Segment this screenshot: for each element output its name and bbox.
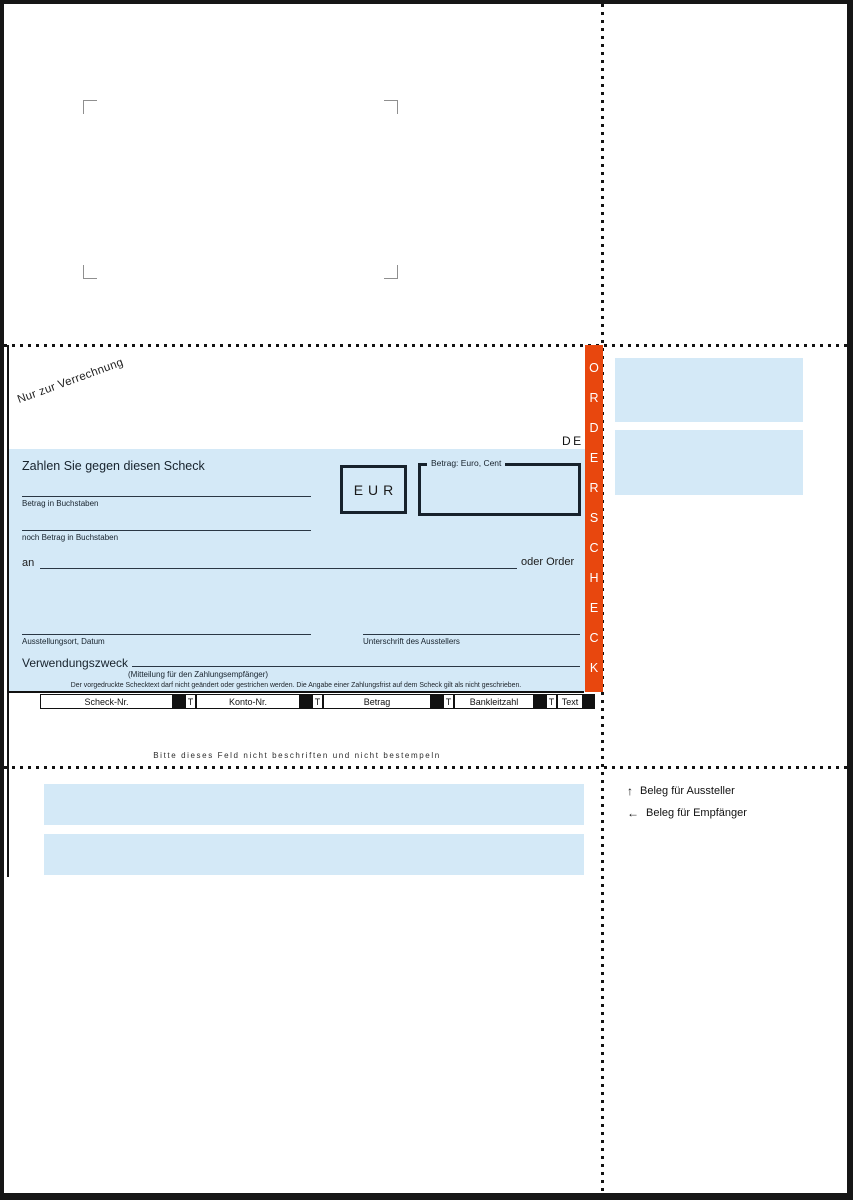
left-fold-edge xyxy=(7,345,9,877)
amount-numeric-box: Betrag: Euro, Cent xyxy=(418,458,581,516)
separator-square xyxy=(431,694,443,709)
amount-words2-label: noch Betrag in Buchstaben xyxy=(22,533,119,542)
separator-square xyxy=(534,694,546,709)
amount-words-line xyxy=(22,496,311,497)
field-t4: T xyxy=(546,694,557,709)
payee-line xyxy=(40,568,517,569)
field-t2: T xyxy=(312,694,323,709)
amount-box-label: Betrag: Euro, Cent xyxy=(427,458,506,468)
field-t3: T xyxy=(443,694,454,709)
legal-note: Der vorgedruckte Schecktext darf nicht g… xyxy=(70,682,522,689)
crop-mark-bottom-left-icon xyxy=(83,265,97,279)
beleg-empfaenger-label: Beleg für Empfänger xyxy=(646,807,747,819)
left-arrow-icon: ← xyxy=(627,806,639,820)
stub-address-block-1 xyxy=(615,358,803,422)
up-arrow-icon: ↑ xyxy=(627,784,633,798)
pay-order-text: Zahlen Sie gegen diesen Scheck xyxy=(22,459,205,473)
stamp-note: Bitte dieses Feld nicht beschriften und … xyxy=(153,751,441,760)
payee-prefix: an xyxy=(22,557,35,569)
perforation-line-middle xyxy=(4,766,847,769)
encoding-row-rule xyxy=(7,691,584,693)
signature-line xyxy=(363,634,580,635)
country-code: DE xyxy=(562,434,584,448)
bottom-address-block-2 xyxy=(44,834,584,875)
payee-suffix: oder Order xyxy=(521,556,575,568)
field-bankleitzahl: Bankleitzahl xyxy=(454,694,534,709)
crop-mark-top-left-icon xyxy=(83,100,97,114)
field-konto-nr: Konto-Nr. xyxy=(196,694,300,709)
purpose-sublabel: (Mitteilung für den Zahlungsempfänger) xyxy=(128,670,269,679)
bottom-address-block-1 xyxy=(44,784,584,825)
crop-mark-top-right-icon xyxy=(384,100,398,114)
field-scheck-nr: Scheck-Nr. xyxy=(40,694,173,709)
separator-square xyxy=(583,694,595,709)
place-date-label: Ausstellungsort, Datum xyxy=(22,637,105,646)
beleg-aussteller-row: ↑ Beleg für Aussteller xyxy=(627,784,735,798)
purpose-line xyxy=(132,666,580,667)
place-date-line xyxy=(22,634,311,635)
field-betrag: Betrag xyxy=(323,694,431,709)
field-text: Text xyxy=(557,694,583,709)
encoding-row: Scheck-Nr. T Konto-Nr. T Betrag T Bankle… xyxy=(40,694,595,709)
perforation-line-top xyxy=(4,344,847,347)
beleg-empfaenger-row: ← Beleg für Empfänger xyxy=(627,806,747,820)
amount-words-label: Betrag in Buchstaben xyxy=(22,499,99,508)
separator-square xyxy=(173,694,185,709)
amount-words2-line xyxy=(22,530,311,531)
crop-mark-bottom-right-icon xyxy=(384,265,398,279)
currency-box: EUR xyxy=(340,465,407,514)
signature-label: Unterschrift des Ausstellers xyxy=(363,637,460,646)
beleg-aussteller-label: Beleg für Aussteller xyxy=(640,785,735,797)
crossing-note: Nur zur Verrechnung xyxy=(15,356,126,406)
purpose-label: Verwendungszweck xyxy=(22,656,129,670)
check-body: Zahlen Sie gegen diesen Scheck EUR Betra… xyxy=(7,449,585,692)
separator-square xyxy=(300,694,312,709)
stub-address-block-2 xyxy=(615,430,803,495)
field-t1: T xyxy=(185,694,196,709)
